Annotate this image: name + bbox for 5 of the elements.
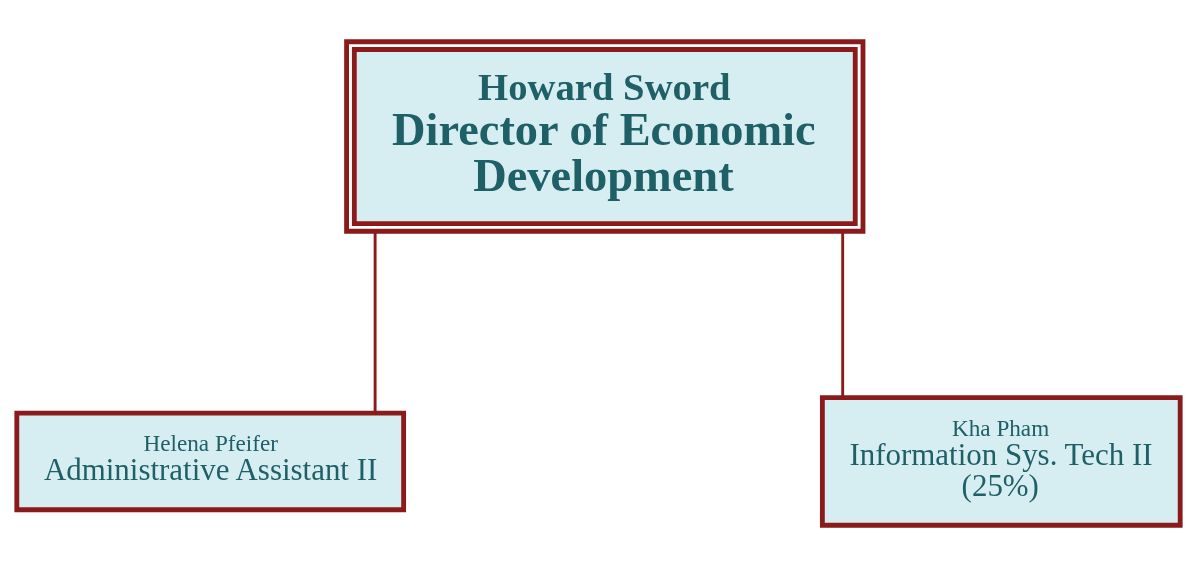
connector (373, 230, 377, 413)
connector (841, 230, 845, 397)
node-box: Helena Pfeifer Administrative Assistant II (14, 410, 407, 512)
node-box: Kha Pham Information Sys. Tech II (25%) (819, 394, 1183, 528)
node-box: Howard Sword Director of Economic Development (344, 38, 866, 234)
